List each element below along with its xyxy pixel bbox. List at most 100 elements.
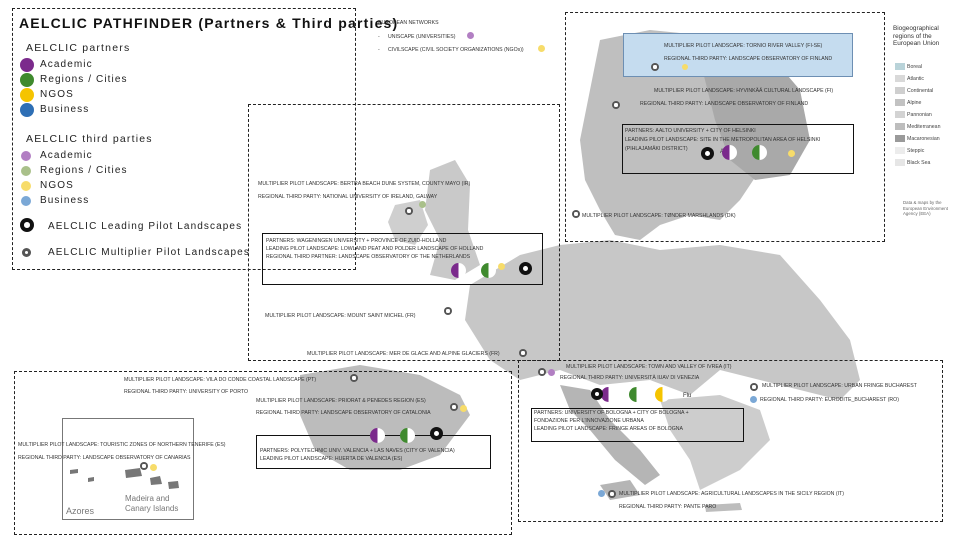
holland-regional-label: REGIONAL THIRD PARTNER: LANDSCAPE OBSERV…	[266, 254, 471, 260]
map-canary-2	[168, 481, 179, 489]
macaronesia-inset-frame	[62, 418, 194, 520]
leading-pilot-icon	[20, 218, 34, 232]
bio-label-boreal: Boreal	[907, 64, 922, 70]
bologna-leading-label: LEADING PILOT LANDSCAPE: FRINGE AREAS OF…	[534, 426, 683, 432]
tonder-multiplier-marker	[572, 210, 580, 218]
bio-label-macaronesian: Macaronesian	[907, 136, 940, 142]
bio-swatch-black-sea	[895, 159, 905, 166]
third-business-swatch	[21, 196, 31, 206]
network-uniscape-label: UNISCAPE (UNIVERSITIES)	[388, 34, 456, 40]
bologna-region-partner-dot	[629, 387, 644, 402]
partner-regions-label: Regions / Cities	[40, 74, 128, 85]
bio-swatch-boreal	[895, 63, 905, 70]
holland-academic-partner-dot	[451, 263, 466, 278]
partners-heading: AELCLIC partners	[26, 42, 131, 54]
bio-swatch-pannonian	[895, 111, 905, 118]
map-italy	[560, 385, 660, 485]
bucharest-multiplier-label: MULTIPLIER PILOT LANDSCAPE: URBAN FRINGE…	[762, 383, 917, 389]
bio-swatch-macaronesian	[895, 135, 905, 142]
network-civilscape-dot	[538, 45, 545, 52]
torne-multiplier-marker	[651, 63, 659, 71]
hyvinkaa-multiplier-marker	[612, 101, 620, 109]
nordic-frame	[565, 12, 885, 242]
third-heading: AELCLIC third parties	[26, 133, 153, 145]
valencia-academic-partner-dot	[370, 428, 385, 443]
map-azores-2	[88, 477, 94, 482]
holland-region-partner-dot	[481, 263, 496, 278]
helsinki-leading-marker	[701, 147, 714, 160]
bio-label-steppic: Steppic	[907, 148, 925, 154]
bio-label-continental: Continental	[907, 88, 934, 94]
legend-frame	[12, 8, 356, 270]
tenerife-regional-label: REGIONAL THIRD PARTY: LANDSCAPE OBSERVAT…	[18, 455, 191, 461]
leading-pilot-label: AELCLIC Leading Pilot Landscapes	[48, 221, 243, 232]
priorat-multiplier-label: MULTIPLIER PILOT LANDSCAPE: PRIORAT & PE…	[256, 398, 426, 404]
madeira-canary-label: Madeira and Canary Islands	[125, 494, 179, 513]
bucharest-multiplier-marker	[750, 383, 758, 391]
tenerife-multiplier-marker	[140, 462, 148, 470]
bologna-flu-label: Flu	[683, 393, 692, 399]
helsinki-ngo-third-dot	[788, 150, 795, 157]
valencia-leading-label: LEADING PILOT LANDSCAPE: HUERTA DE VALEN…	[260, 456, 403, 462]
torne-multiplier-label: MULTIPLIER PILOT LANDSCAPE: TORNIO RIVER…	[664, 43, 823, 49]
sicily-regional-label: REGIONAL THIRD PARTY: PANTE PARO	[619, 504, 717, 510]
porto-multiplier-label: MULTIPLIER PILOT LANDSCAPE: VILA DO COND…	[124, 377, 317, 383]
bologna-partners-label: PARTNERS: UNIVERSITY OF BOLOGNA + CITY O…	[534, 410, 689, 416]
third-regions-label: Regions / Cities	[40, 165, 128, 176]
priorat-regional-label: REGIONAL THIRD PARTY: LANDSCAPE OBSERVAT…	[256, 410, 431, 416]
helsinki-region-partner-dot	[752, 145, 767, 160]
priorat-third-ngo-dot	[460, 405, 467, 412]
partner-academic-swatch	[20, 58, 34, 72]
hyvinkaa-regional-label: REGIONAL THIRD PARTY: LANDSCAPE OBSERVAT…	[640, 101, 809, 107]
networks-dash-1: -	[378, 34, 380, 40]
ivrea-regional-label: REGIONAL THIRD PARTY: UNIVERSITÀ IUAV DI…	[560, 375, 700, 381]
saint-michel-multiplier-marker	[444, 307, 452, 315]
valencia-region-partner-dot	[400, 428, 415, 443]
bio-swatch-continental	[895, 87, 905, 94]
helsinki-leading-label: LEADING PILOT LANDSCAPE: SITE IN THE MET…	[625, 137, 821, 143]
bio-swatch-atlantic	[895, 75, 905, 82]
bio-swatch-mediterranean	[895, 123, 905, 130]
third-regions-swatch	[21, 166, 31, 176]
partner-business-label: Business	[40, 104, 90, 115]
partner-ngos-label: NGOS	[40, 89, 74, 100]
bio-legend-title: Biogeographical regions of the European …	[893, 25, 940, 47]
ireland-regional-label: REGIONAL THIRD PARTY: NATIONAL UNIVERSIT…	[258, 194, 438, 200]
torne-highlight-box	[623, 33, 853, 77]
valencia-leading-marker	[430, 427, 443, 440]
multiplier-pilot-icon	[22, 248, 31, 257]
ivrea-third-academic-dot	[548, 369, 555, 376]
holland-box	[262, 233, 543, 285]
bucharest-third-business-dot	[750, 396, 757, 403]
holland-partners-label: PARTNERS: WAGENINGEN UNIVERSITY + PROVIN…	[266, 238, 447, 244]
sicily-multiplier-marker	[608, 490, 616, 498]
bologna-leading-marker	[591, 388, 603, 400]
partner-business-swatch	[20, 103, 34, 117]
partner-academic-label: Academic	[40, 59, 93, 70]
bio-label-alpine: Alpine	[907, 100, 922, 106]
tonder-multiplier-label: MULTIPLIER PILOT LANDSCAPE: TØNDER MARSH…	[582, 213, 736, 219]
map-crete	[705, 503, 742, 512]
multiplier-pilot-label: AELCLIC Multiplier Pilot Landscapes	[48, 247, 250, 258]
holland-third-ngo-dot	[498, 263, 505, 270]
bucharest-regional-label: REGIONAL THIRD PARTY: EURODITE_BUCHAREST…	[760, 397, 899, 403]
helsinki-academic-partner-dot	[722, 145, 737, 160]
tenerife-third-ngo-dot	[150, 464, 157, 471]
porto-multiplier-marker	[350, 374, 358, 382]
holland-leading-marker	[519, 262, 532, 275]
azores-label: Azores	[66, 506, 95, 516]
networks-heading: EUROPEAN NETWORKS	[378, 20, 439, 26]
hyvinkaa-multiplier-label: MULTIPLIER PILOT LANDSCAPE: HYVINKÄÄ CUL…	[654, 88, 834, 94]
bio-legend-note: Data & maps by the European Environment …	[903, 200, 948, 216]
bio-label-black-sea: Black Sea	[907, 160, 931, 166]
bologna-foundation-label: FONDAZIONE PER L'INNOVAZIONE URBANA	[534, 418, 644, 424]
northwest-frame	[248, 104, 560, 361]
network-uniscape-dot	[467, 32, 474, 39]
mer-de-glace-multiplier-label: MULTIPLIER PILOT LANDSCAPE: MER DE GLACE…	[307, 351, 500, 357]
ireland-third-region-dot	[419, 201, 426, 208]
third-ngos-swatch	[21, 181, 31, 191]
map-balkans	[660, 395, 770, 490]
ireland-multiplier-marker	[405, 207, 413, 215]
partner-regions-swatch	[20, 73, 34, 87]
